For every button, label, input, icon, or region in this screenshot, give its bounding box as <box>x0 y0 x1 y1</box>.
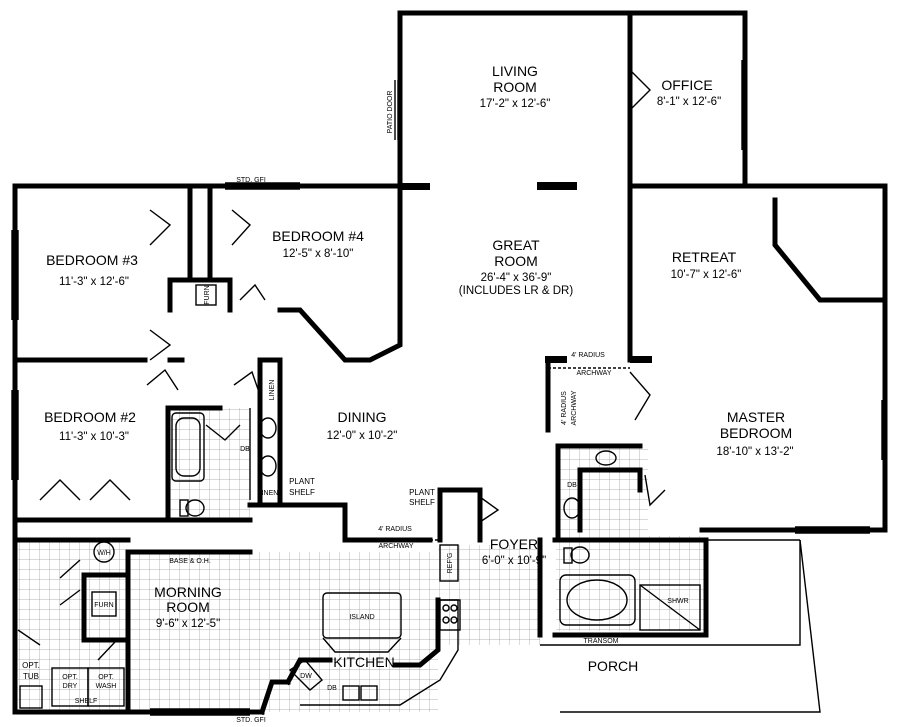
opt-dry-2: DRY <box>63 683 78 690</box>
db-kitchen-label: DB <box>327 685 337 692</box>
opt-tub-2: TUB <box>23 672 39 681</box>
bedroom-4-size: 12'-5" x 8'-10" <box>283 248 354 260</box>
archway-master-side-label: ARCHWAY <box>571 390 578 425</box>
std-gfi-bottom-label: STD. GFI <box>236 717 266 724</box>
wh-label: W/H <box>97 550 111 557</box>
great-room-name-2: ROOM <box>494 253 538 269</box>
dining-name: DINING <box>338 409 387 425</box>
archway-dining-label: ARCHWAY <box>379 543 414 550</box>
retreat-name: RETREAT <box>672 249 737 265</box>
living-room-size: 17'-2" x 12'-6" <box>480 98 551 110</box>
room-labels: LIVING ROOM 17'-2" x 12'-6" OFFICE 8'-1"… <box>44 63 793 674</box>
opt-tub-1: OPT. <box>22 661 40 670</box>
walls <box>12 10 888 716</box>
patio-door-label: PATIO DOOR <box>387 91 394 134</box>
plant-shelf-dining-2: SHELF <box>289 488 315 497</box>
bedroom-2-size: 11'-3" x 10'-3" <box>59 431 129 443</box>
std-gfi-top-label: STD. GFI <box>236 177 266 184</box>
solid-marks <box>400 182 652 363</box>
db-hall-label: DB <box>240 446 250 453</box>
living-room-name-2: ROOM <box>493 79 537 95</box>
radius-master-side-label: 4' RADIUS <box>561 391 568 425</box>
great-room-note: (INCLUDES LR & DR) <box>459 285 574 297</box>
morning-room-name-1: MORNING <box>154 584 222 600</box>
fixtures <box>11 60 886 716</box>
master-bedroom-name-2: BEDROOM <box>720 425 792 441</box>
plant-shelf-foyer-1: PLANT <box>409 488 435 497</box>
great-room-name-1: GREAT <box>492 237 540 253</box>
shwr-label: SHWR <box>667 598 688 605</box>
foyer-name: FOYER <box>490 536 538 552</box>
plant-shelf-dining-1: PLANT <box>289 477 315 486</box>
furn-utility-label: FURN <box>94 602 113 609</box>
morning-room-name-2: ROOM <box>166 599 210 615</box>
morning-room-size: 9'-6" x 12'-5" <box>156 618 220 630</box>
living-room-name-1: LIVING <box>492 63 538 79</box>
foyer-size: 6'-0" x 10'-9" <box>482 555 546 567</box>
office-size: 8'-1" x 12'-6" <box>657 96 721 108</box>
radius-retreat-label: 4' RADIUS <box>571 352 605 359</box>
shelf-label: SHELF <box>75 698 98 705</box>
retreat-size: 10'-7" x 12'-6" <box>671 269 742 281</box>
master-bedroom-size: 18'-10" x 13'-2" <box>716 446 793 458</box>
dw-label: DW <box>300 673 312 680</box>
linen-2-label: LINEN <box>258 490 279 497</box>
base-oh-label: BASE & O.H. <box>169 558 211 565</box>
furn-hall-label: FURN <box>204 285 211 304</box>
dining-size: 12'-0" x 10'-2" <box>327 430 398 442</box>
great-room-size: 26'-4" x 36'-9" <box>481 272 552 284</box>
db-master-label: DB <box>567 482 577 489</box>
kitchen-name: KITCHEN <box>333 654 394 670</box>
transom-label: TRANSOM <box>584 638 619 645</box>
archway-retreat-label: ARCHWAY <box>577 370 612 377</box>
bedroom-4-name: BEDROOM #4 <box>272 228 364 244</box>
office-name: OFFICE <box>661 77 712 93</box>
plant-shelf-foyer-2: SHELF <box>409 498 435 507</box>
porch-name: PORCH <box>588 658 639 674</box>
opt-wash-2: WASH <box>96 683 117 690</box>
bedroom-2-name: BEDROOM #2 <box>44 409 136 425</box>
island-label: ISLAND <box>349 614 374 621</box>
bedroom-3-name: BEDROOM #3 <box>46 252 138 268</box>
master-bedroom-name-1: MASTER <box>727 409 785 425</box>
annotations: PATIO DOOR STD. GFI STD. GFI FURN FURN L… <box>22 91 689 724</box>
opt-wash-1: OPT. <box>98 674 114 681</box>
refg-label: REF'G <box>447 553 454 574</box>
radius-dining-label: 4' RADIUS <box>378 526 412 533</box>
linen-1-label: LINEN <box>269 380 276 401</box>
opt-dry-1: OPT. <box>62 674 78 681</box>
bedroom-3-size: 11'-3" x 12'-6" <box>59 276 129 288</box>
